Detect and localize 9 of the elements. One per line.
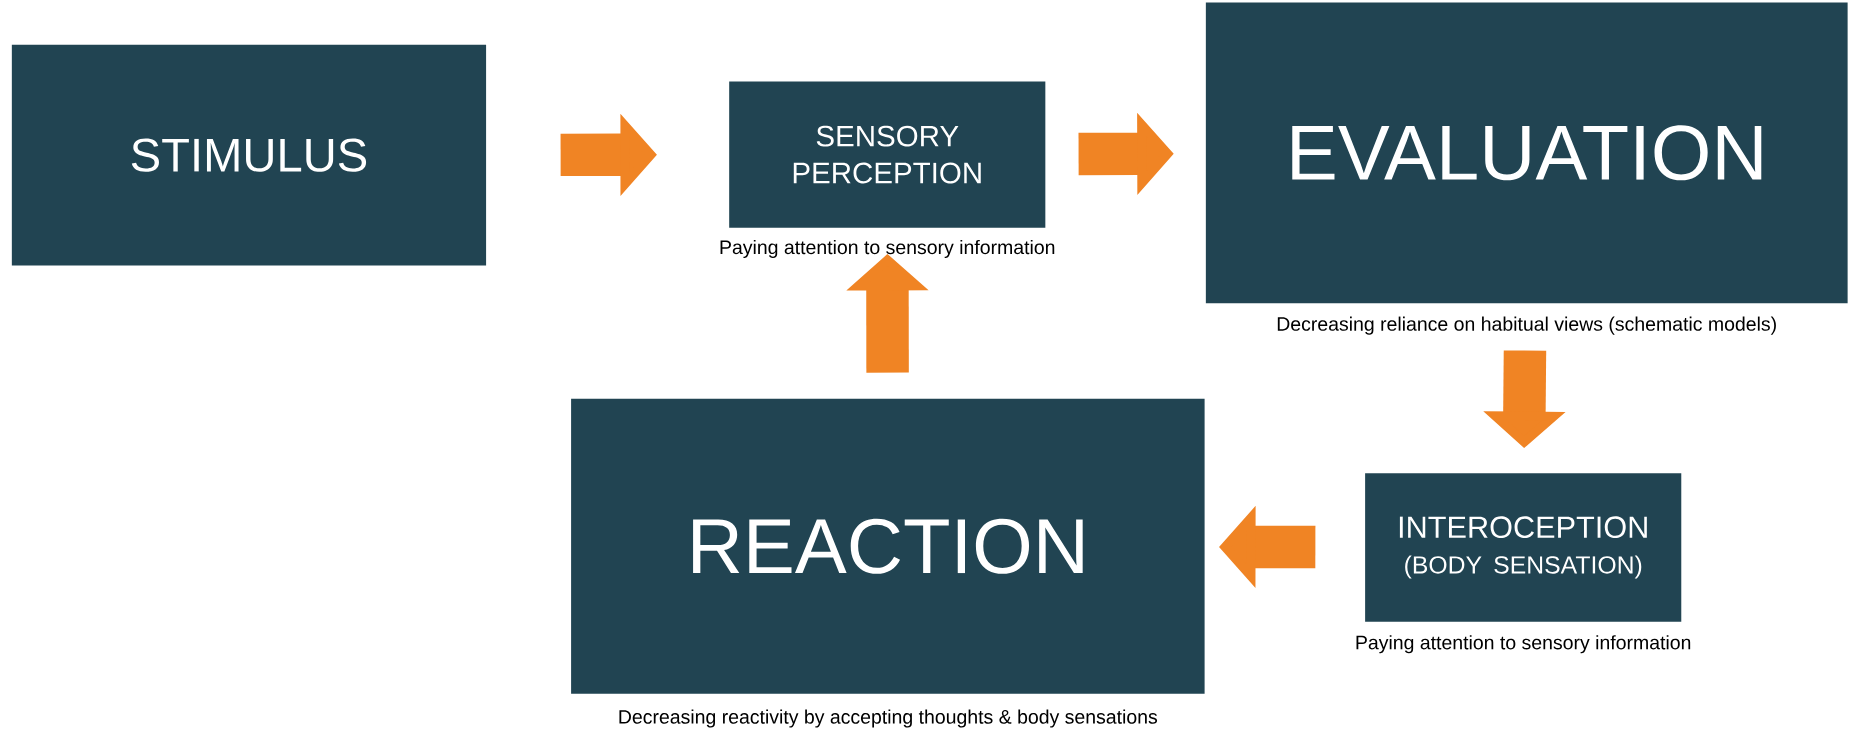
- caption-text: Paying attention to sensory information: [720, 240, 1055, 259]
- process-box: REACTION: [571, 399, 1205, 694]
- caption-text: Decreasing reliance on habitual views (schematic models): [1277, 316, 1776, 335]
- caption-text: Decreasing reactivity by accepting thoughts & body sensations: [619, 709, 1158, 728]
- caption-text: Paying attention to sensory information: [1356, 635, 1691, 654]
- process-box: STIMULUS: [11, 45, 487, 266]
- process-box: SENSORY PERCEPTION: [729, 81, 1046, 228]
- process-box: INTEROCEPTION (BODY SENSATION): [1365, 473, 1682, 623]
- process-box: EVALUATION: [1205, 2, 1848, 304]
